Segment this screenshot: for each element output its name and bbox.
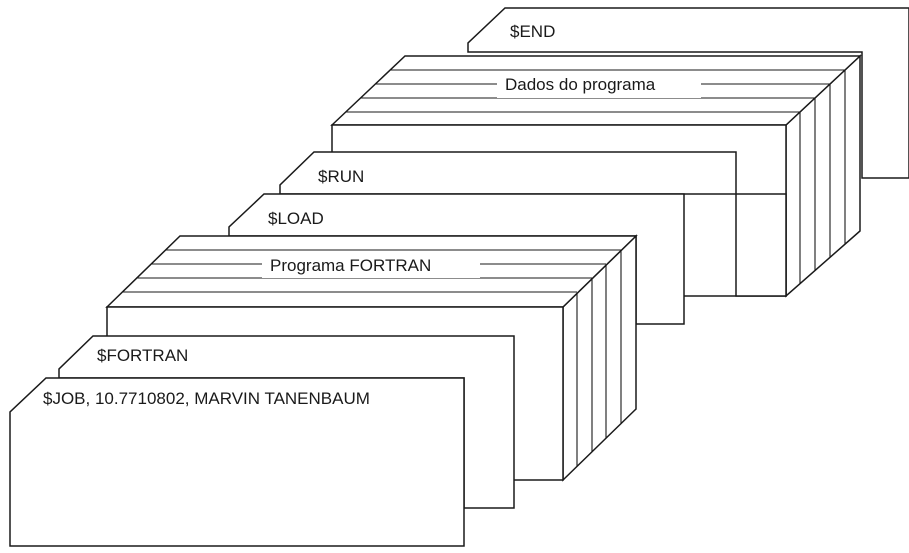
fortran-program-label: Programa FORTRAN — [270, 256, 431, 275]
program-data-label: Dados do programa — [505, 75, 656, 94]
run-card-label: $RUN — [318, 167, 364, 186]
load-card-label: $LOAD — [268, 209, 324, 228]
end-card: $END — [467, 7, 909, 179]
end-card-label: $END — [510, 22, 555, 41]
job-card-label: $JOB, 10.7710802, MARVIN TANENBAUM — [43, 389, 370, 408]
fortran-card-label: $FORTRAN — [97, 346, 188, 365]
run-card: $RUN — [279, 151, 787, 297]
job-card: $JOB, 10.7710802, MARVIN TANENBAUM — [9, 377, 465, 547]
